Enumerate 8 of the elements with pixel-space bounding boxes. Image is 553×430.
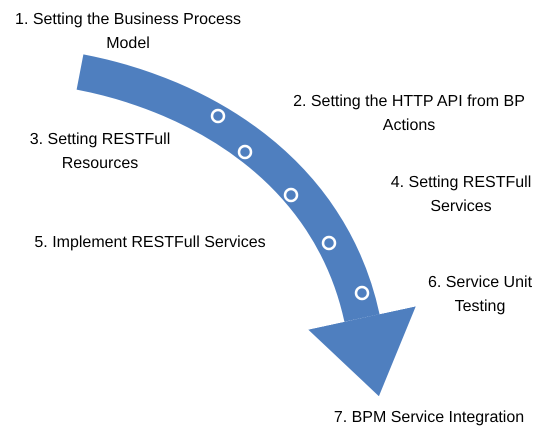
step-label: 1. Setting the Business Process Model: [8, 8, 248, 56]
step-label: 4. Setting RESTFull Services: [390, 173, 532, 217]
step-label: 2. Setting the HTTP API from BP Actions: [292, 92, 526, 136]
step-label: 6. Service Unit Testing: [426, 273, 534, 317]
step-label: 5. Implement RESTFull Services: [33, 233, 267, 253]
step-label: 7. BPM Service Integration: [306, 408, 552, 428]
step-label: 3. Setting RESTFull Resources: [28, 130, 172, 174]
curved-arrow: [76, 54, 415, 396]
